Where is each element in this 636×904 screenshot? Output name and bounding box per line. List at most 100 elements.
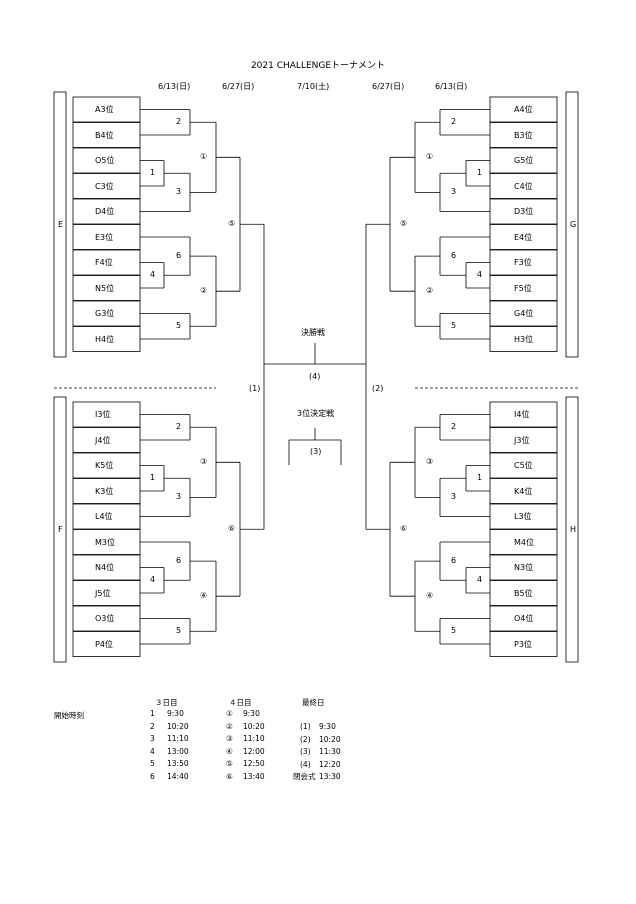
date-left-round1: 6/13(日) xyxy=(158,82,191,91)
team-name: C4位 xyxy=(514,181,533,191)
team-name: K3位 xyxy=(95,486,114,496)
match-label: 1 xyxy=(477,168,483,178)
schedule-time: 12:20 xyxy=(319,759,341,769)
match-label: 4 xyxy=(150,270,156,280)
schedule-match-id: (4) xyxy=(300,759,311,769)
match-label: 5 xyxy=(176,321,182,331)
team-name: O5位 xyxy=(95,156,115,165)
team-name: N4位 xyxy=(95,563,115,572)
schedule-match-id: ② xyxy=(226,721,233,731)
schedule-time: 13:40 xyxy=(243,772,265,781)
block-bar xyxy=(53,396,67,663)
team-name: H3位 xyxy=(514,334,534,344)
schedule-match-id: ④ xyxy=(226,746,233,756)
team-name: J5位 xyxy=(95,588,111,598)
match-label: 6 xyxy=(176,251,182,261)
schedule-time: 9:30 xyxy=(243,709,260,718)
team-name: J4位 xyxy=(95,435,111,445)
match-label: ④ xyxy=(200,591,208,601)
schedule-match-id: 2 xyxy=(150,721,155,731)
match-label: 3 xyxy=(176,492,182,502)
match-label: 5 xyxy=(451,626,457,636)
team-name: F4位 xyxy=(95,258,113,267)
schedule-match-id: (2) xyxy=(300,734,311,744)
schedule-header-day3: ３日目 xyxy=(155,698,178,707)
block-bar xyxy=(53,91,67,358)
schedule-time: 11:10 xyxy=(243,734,265,744)
team-name: D3位 xyxy=(514,207,534,216)
team-name: I4位 xyxy=(514,410,530,419)
schedule-header-final-day: 最終日 xyxy=(302,698,325,707)
schedule-time: 10:20 xyxy=(167,721,189,731)
block-bar xyxy=(565,91,579,358)
match-label: 2 xyxy=(176,422,182,432)
team-name: K5位 xyxy=(95,461,114,470)
schedule-match-id: ⑤ xyxy=(226,759,233,769)
match-label: ⑤ xyxy=(400,219,408,229)
match-label: ⑥ xyxy=(228,524,236,534)
match-label: ⑤ xyxy=(228,219,236,229)
block-label: G xyxy=(570,219,577,229)
schedule-time: 13:30 xyxy=(319,772,341,782)
match-label: ② xyxy=(200,286,208,296)
date-right-round2: 6/27(日) xyxy=(372,82,405,91)
match-label: 1 xyxy=(150,473,156,483)
team-name: E3位 xyxy=(95,232,114,242)
match-label: 6 xyxy=(451,251,457,261)
team-name: M4位 xyxy=(514,537,534,547)
team-name: B5位 xyxy=(514,588,533,598)
block-label: H xyxy=(570,524,577,534)
cross-left-label: (1) xyxy=(249,384,261,393)
schedule-time: 14:40 xyxy=(167,772,189,781)
team-name: F3位 xyxy=(514,258,532,267)
match-label: ③ xyxy=(426,457,434,467)
schedule-time: 12:00 xyxy=(243,746,265,756)
cross-right-label: (2) xyxy=(372,384,384,393)
match-label: 2 xyxy=(451,422,457,432)
schedule-row-label: 開始時刻 xyxy=(54,711,84,720)
date-left-round2: 6/27(日) xyxy=(222,82,255,91)
team-name: L4位 xyxy=(95,512,113,521)
schedule-match-id: 閉会式 xyxy=(293,772,316,782)
team-name: M3位 xyxy=(95,537,115,547)
schedule-time: 11:30 xyxy=(319,747,341,757)
match-label: 2 xyxy=(451,117,457,127)
block-label: F xyxy=(58,524,63,534)
team-name: N5位 xyxy=(95,283,115,293)
team-name: B4位 xyxy=(95,130,114,140)
schedule-time: 13:00 xyxy=(167,746,189,756)
team-name: N3位 xyxy=(514,563,534,572)
team-name: I3位 xyxy=(95,410,111,419)
schedule-match-id: 3 xyxy=(150,734,155,744)
match-label: ④ xyxy=(426,591,434,601)
schedule-header-day4: ４日目 xyxy=(229,698,252,707)
match-label: 1 xyxy=(477,473,483,483)
page-title: 2021 CHALLENGEトーナメント xyxy=(250,61,386,71)
schedule-match-id: 4 xyxy=(150,746,155,756)
schedule-match-id: (3) xyxy=(300,747,311,757)
schedule-time: 10:20 xyxy=(319,734,341,744)
match-label: 6 xyxy=(451,556,457,566)
match-label: 4 xyxy=(477,575,483,585)
block-label: E xyxy=(58,219,64,229)
match-label: 3 xyxy=(451,187,457,197)
team-name: G4位 xyxy=(514,309,534,318)
third-place-heading: 3位決定戦 xyxy=(297,409,335,418)
schedule-time: 11:10 xyxy=(167,734,189,744)
schedule-time: 9:30 xyxy=(319,722,336,731)
final-match-label: (4) xyxy=(309,372,321,381)
team-name: H4位 xyxy=(95,334,115,344)
team-name: G5位 xyxy=(514,156,534,165)
team-name: A3位 xyxy=(95,105,114,114)
schedule-time: 12:50 xyxy=(243,759,265,769)
team-name: J3位 xyxy=(514,435,530,445)
match-label: 3 xyxy=(176,187,182,197)
team-name: P3位 xyxy=(514,639,532,649)
schedule-match-id: ③ xyxy=(226,734,233,744)
match-label: ⑥ xyxy=(400,524,408,534)
team-name: A4位 xyxy=(514,105,533,114)
team-name: B3位 xyxy=(514,130,533,140)
schedule-match-id: ① xyxy=(226,709,233,718)
